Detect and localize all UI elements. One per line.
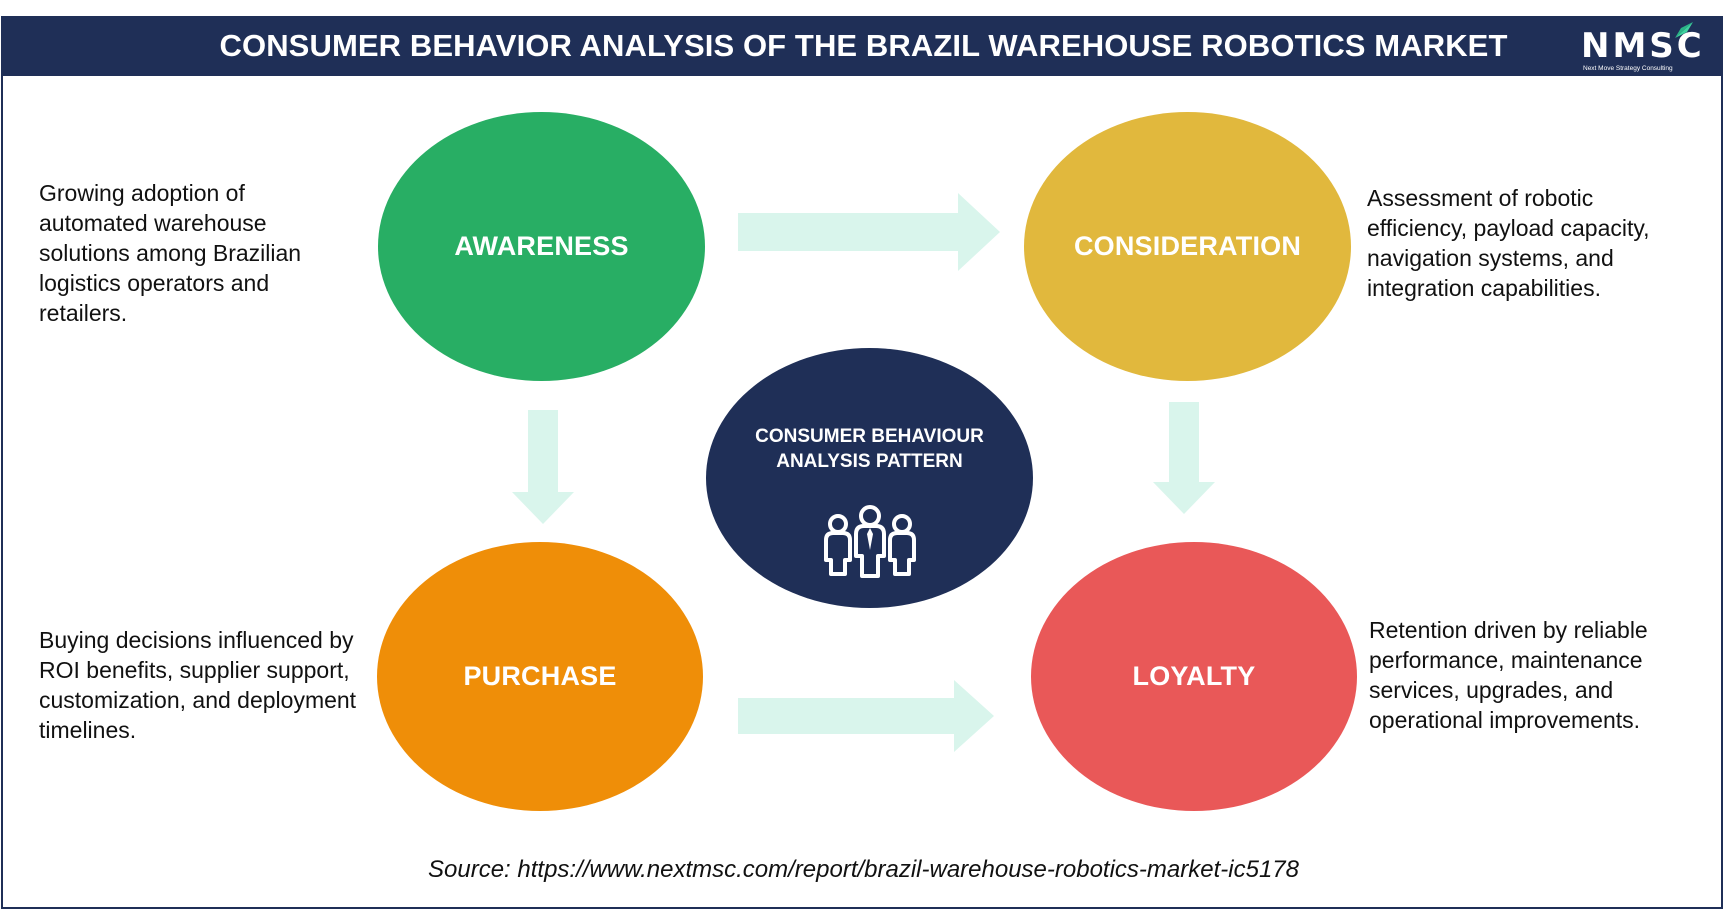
center-circle: CONSUMER BEHAVIOUR ANALYSIS PATTERN [706,348,1033,608]
consideration-circle: CONSIDERATION [1024,112,1351,381]
awareness-label: AWARENESS [454,231,629,261]
loyalty-label: LOYALTY [1132,661,1256,691]
consideration-label: CONSIDERATION [1073,231,1302,261]
header-bar [1,16,1723,76]
loyalty-circle: LOYALTY [1031,542,1357,811]
awareness-description: Growing adoption of automated warehouse … [39,180,302,326]
arrow-awareness-to-consideration [738,193,1000,271]
purchase-label: PURCHASE [463,661,617,691]
nmsc-logo: NMSC Next Move Strategy Consulting [1581,22,1702,76]
source-citation: Source: https://www.nextmsc.com/report/b… [428,856,1299,883]
purchase-description: Buying decisions influenced by ROI benef… [39,627,357,743]
logo-arrow-icon [1675,22,1693,38]
arrow-consideration-to-loyalty [1153,402,1215,514]
arrow-purchase-to-loyalty [738,680,994,752]
page-title: CONSUMER BEHAVIOR ANALYSIS OF THE BRAZIL… [219,28,1508,63]
awareness-circle: AWARENESS [378,112,705,381]
loyalty-description: Retention driven by reliable performance… [1369,617,1648,733]
people-group-icon [823,505,916,578]
center-title: CONSUMER BEHAVIOUR ANALYSIS PATTERN [755,426,984,472]
purchase-circle: PURCHASE [377,542,703,811]
consideration-description: Assessment of robotic efficiency, payloa… [1367,185,1650,301]
arrow-awareness-to-purchase [512,410,574,524]
logo-subtitle: Next Move Strategy Consulting [1583,65,1673,72]
